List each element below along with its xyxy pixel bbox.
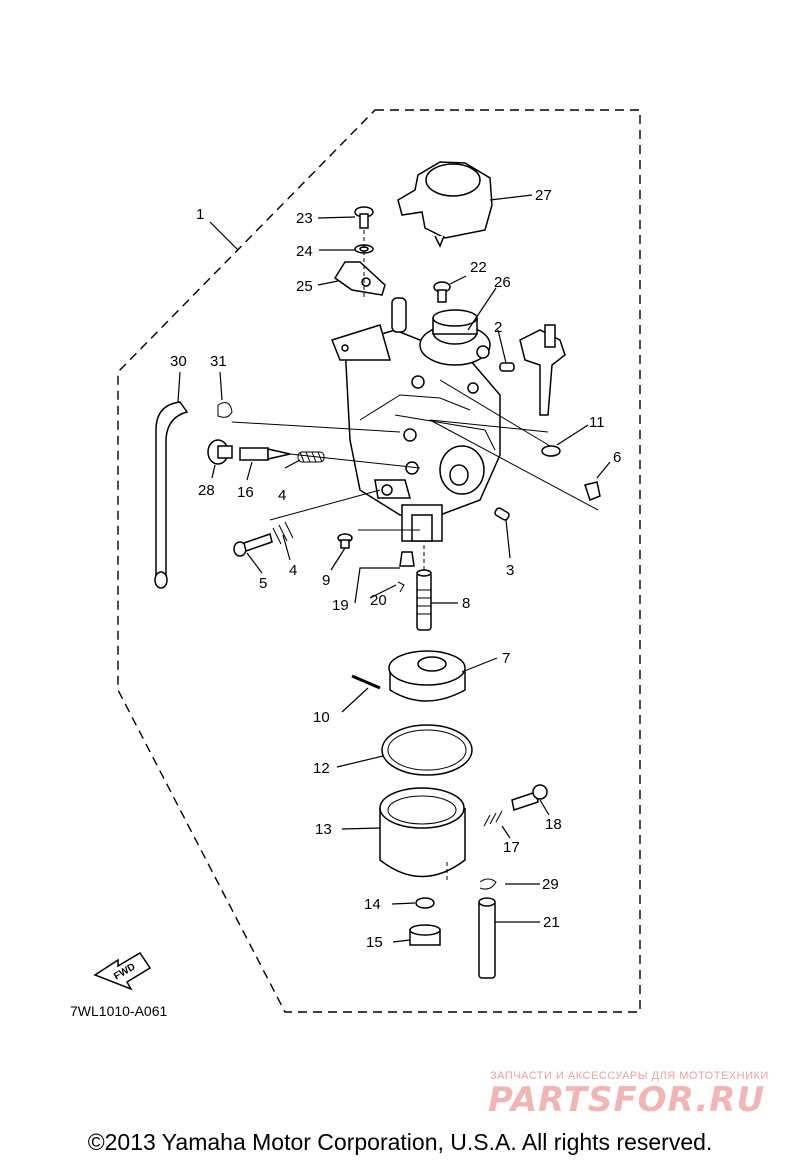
callout-8: 8: [462, 595, 470, 612]
callout-25: 25: [296, 278, 313, 295]
callout-14: 14: [364, 896, 381, 913]
callout-21: 21: [543, 914, 560, 931]
callout-22: 22: [470, 259, 487, 276]
part-11-washer: [541, 445, 561, 457]
copyright-notice: ©2013 Yamaha Motor Corporation, U.S.A. A…: [87, 1129, 713, 1155]
callout-28: 28: [198, 482, 215, 499]
part-23-screw: [354, 206, 374, 229]
callout-19: 19: [332, 597, 349, 614]
callout-7: 7: [502, 650, 510, 667]
callout-13: 13: [315, 821, 332, 838]
part-18-pilot-screw: [511, 784, 548, 811]
part-16-valve: [239, 447, 291, 461]
part-22-screw: [433, 281, 451, 303]
callout-9: 9: [322, 572, 330, 589]
part-27-cover: [397, 161, 493, 248]
carburetor-body: [331, 297, 501, 542]
callout-29: 29: [542, 876, 559, 893]
part-31-clip: [217, 402, 233, 418]
callout-18: 18: [545, 816, 562, 833]
callout-10: 10: [313, 709, 330, 726]
part-19-jet: [399, 551, 415, 567]
part-17-spring: [483, 810, 503, 827]
callout-12: 12: [313, 760, 330, 777]
part-10-pin: [351, 674, 381, 690]
part-25-bracket: [333, 261, 386, 296]
callout-2: 2: [494, 319, 502, 336]
callout-27: 27: [535, 187, 552, 204]
callout-6: 6: [613, 449, 621, 466]
callout-17: 17: [503, 839, 520, 856]
part-9-screw: [337, 533, 353, 549]
callout-labels: 1 2 3 4 4 5 6 7 8 9 10 11 12 13 14 15 16…: [170, 187, 621, 951]
part-8-main-nozzle: [416, 569, 432, 631]
part-4-spring-upper: [297, 451, 325, 463]
callout-26: 26: [494, 274, 511, 291]
part-13-float-bowl: [379, 787, 466, 878]
part-21-drain-hose: [478, 897, 496, 979]
diagram-code: 7WL1010-A061: [70, 1003, 168, 1019]
watermark-tagline: ЗАПЧАСТИ И АКСЕССУАРЫ ДЛЯ МОТОТЕХНИКИ: [490, 1070, 769, 1082]
part-14-washer: [415, 897, 435, 909]
part-15-drain-bolt: [409, 924, 441, 946]
callout-31: 31: [210, 353, 227, 370]
callout-5: 5: [259, 575, 267, 592]
part-6-jet: [584, 481, 601, 501]
part-30-fuel-tube: [154, 401, 189, 589]
callout-3: 3: [506, 562, 514, 579]
part-7-float: [388, 650, 466, 702]
callout-15: 15: [366, 934, 383, 951]
part-3-screw: [494, 507, 510, 521]
callout-1: 1: [196, 206, 204, 223]
callout-11: 11: [589, 414, 605, 431]
callout-30: 30: [170, 353, 187, 370]
part-20-pin: [397, 581, 405, 593]
callout-4a: 4: [278, 487, 286, 504]
callout-4b: 4: [289, 562, 297, 579]
callout-24: 24: [296, 243, 313, 260]
watermark-logo: PARTSFOR.RU: [488, 1080, 766, 1120]
part-2-screw: [499, 362, 515, 372]
assembly-boundary: [117, 109, 641, 1013]
callout-20: 20: [370, 592, 387, 609]
part-4-spring-lower: [272, 521, 294, 545]
fwd-arrow: FWD: [93, 951, 152, 991]
part-29-clip: [479, 878, 497, 890]
callout-23: 23: [296, 210, 313, 227]
choke-lever: [519, 324, 566, 416]
part-5-screw: [233, 533, 273, 557]
callout-leaders: [177, 194, 611, 943]
callout-16: 16: [237, 484, 254, 501]
part-12-gasket: [381, 724, 473, 776]
part-28-fitting: [207, 439, 233, 465]
